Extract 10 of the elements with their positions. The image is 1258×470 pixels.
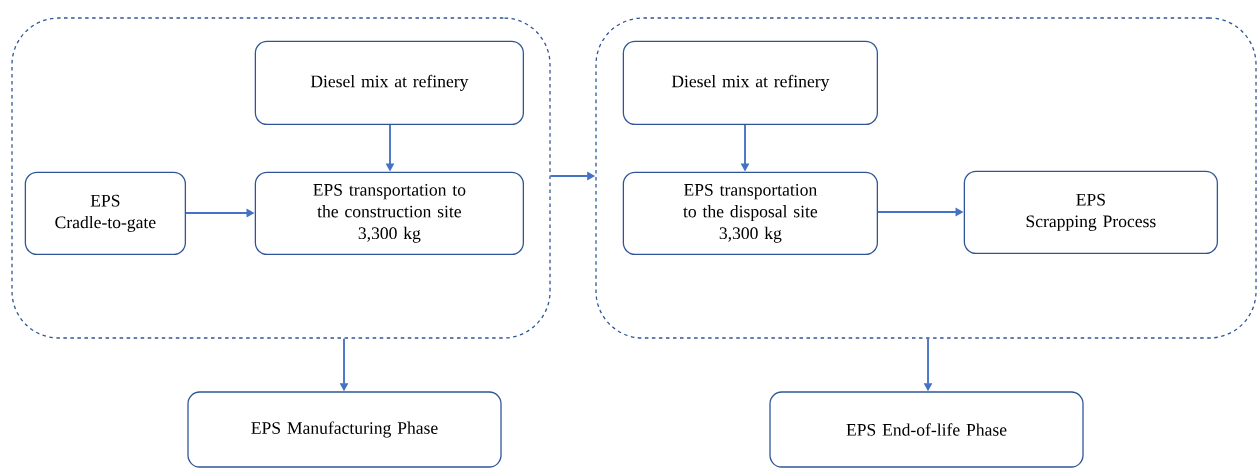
process-box: EPS transportation to the construction site 3,300 kg (254, 171, 524, 255)
process-box: Diesel mix at refinery (254, 40, 524, 125)
process-box: EPS Scrapping Process (963, 170, 1218, 254)
process-box: EPS transportation to the disposal site 3,300 kg (622, 171, 878, 255)
process-box: EPS Manufacturing Phase (187, 391, 502, 468)
process-box: EPS Cradle-to-gate (24, 171, 186, 255)
process-box: Diesel mix at refinery (622, 40, 878, 125)
process-box: EPS End-of-life Phase (769, 391, 1084, 468)
dashed-group-frame (11, 17, 551, 339)
dashed-group-frame (595, 17, 1257, 339)
